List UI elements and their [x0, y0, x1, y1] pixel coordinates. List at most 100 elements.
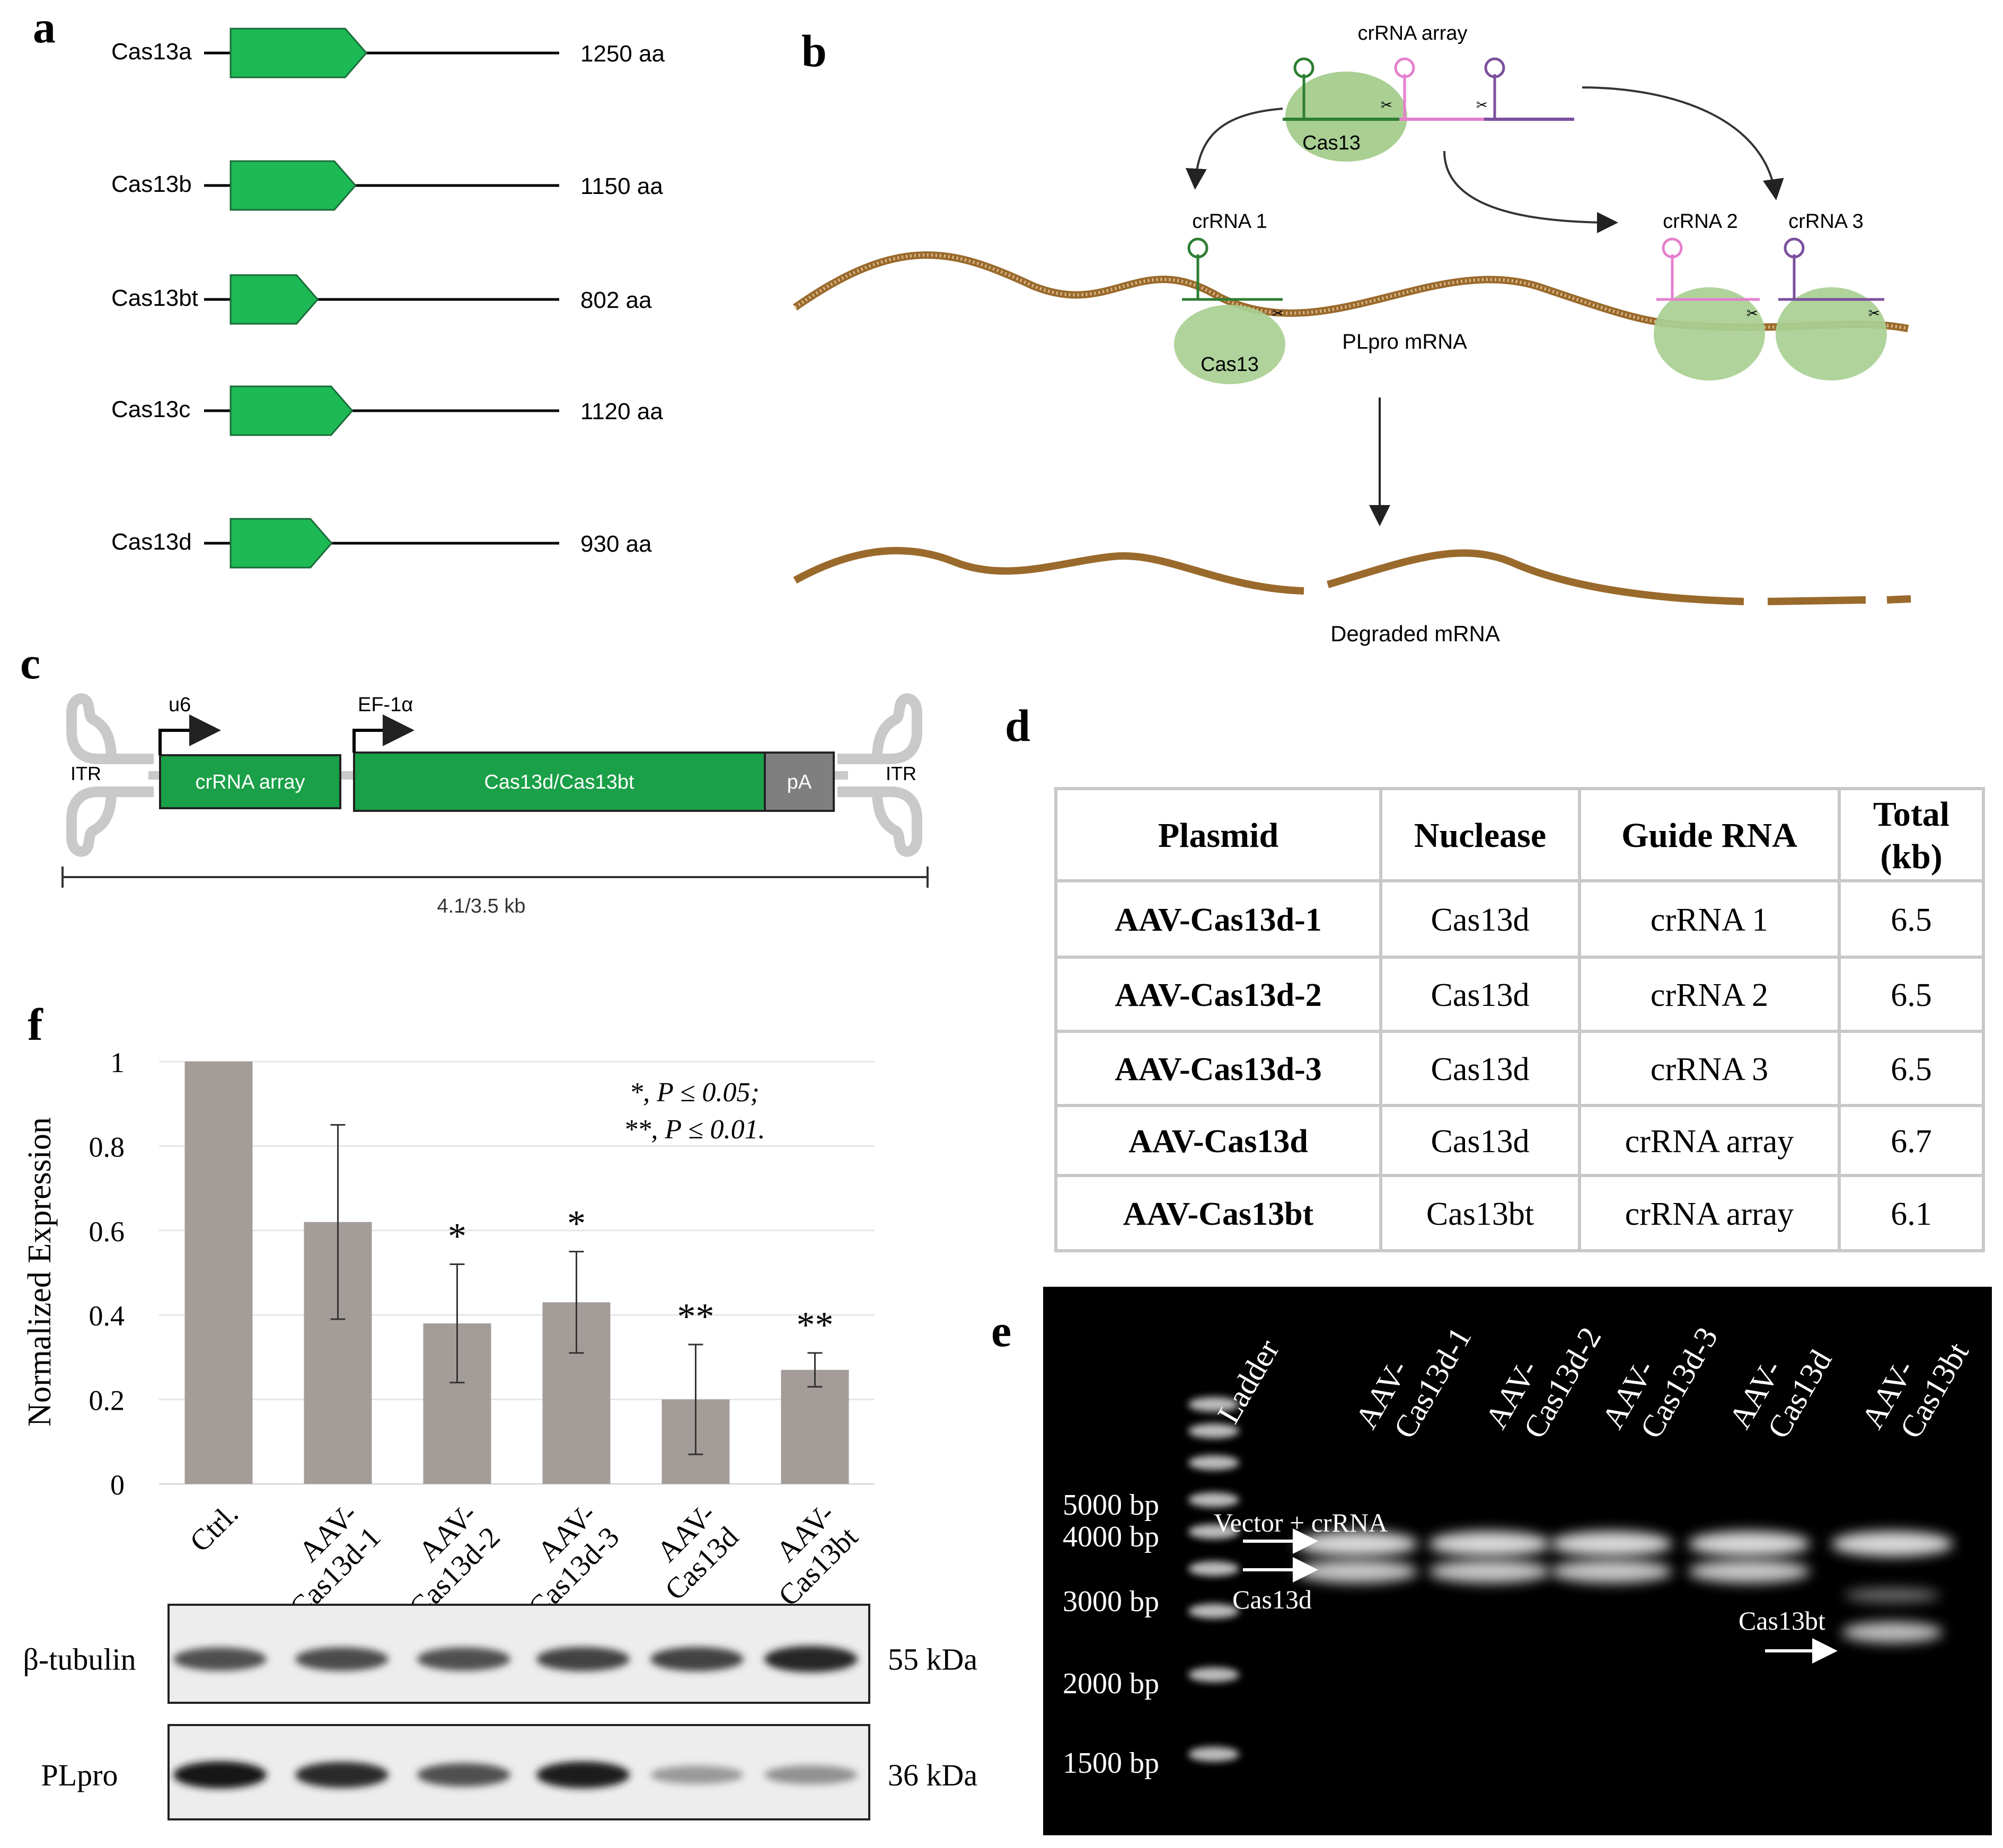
- bar: [781, 1369, 849, 1484]
- scissors-icon: ✂: [1746, 305, 1758, 321]
- protein-name: Cas13bt: [111, 285, 198, 311]
- protein-domain-arrow: [230, 518, 333, 569]
- table-cell-guide: crRNA array: [1625, 1124, 1794, 1160]
- ladder-size-label: 5000 bp: [1063, 1489, 1159, 1522]
- table-cell-nuclease: Cas13d: [1431, 1124, 1530, 1160]
- cas13bt-annotation: Cas13bt: [1739, 1606, 1825, 1635]
- blot-band: [295, 1762, 389, 1788]
- table-cell-guide: crRNA 2: [1651, 977, 1768, 1013]
- table-cell-nuclease: Cas13bt: [1426, 1196, 1534, 1232]
- ladder-band: [1188, 1604, 1239, 1619]
- table-frame: [1054, 787, 1985, 1252]
- protein-name: Cas13d: [111, 529, 192, 555]
- ladder-band: [1188, 1747, 1239, 1762]
- sample-band-insert: [1550, 1560, 1672, 1583]
- table-header: (kb): [1880, 837, 1942, 876]
- itr-right-label: ITR: [886, 763, 916, 784]
- panel-c-letter: c: [20, 638, 40, 688]
- scissors-icon: ✂: [1868, 305, 1880, 321]
- degraded-mrna-piece: [1767, 596, 1866, 605]
- protein-domain-arrow: [230, 385, 354, 436]
- crrna-array-label: crRNA array: [1358, 22, 1468, 45]
- table-cell-total: 6.5: [1891, 1051, 1932, 1087]
- crrna2-label: crRNA 2: [1663, 210, 1737, 233]
- hairpin-icon: [1484, 57, 1505, 78]
- ef1a-promoter-arrow: [352, 714, 414, 753]
- table-header: Plasmid: [1158, 816, 1278, 855]
- arrow-to-crrna1: [1185, 108, 1283, 190]
- significance-legend-1: *, P ≤ 0.05;: [629, 1077, 760, 1108]
- significance-marker: **: [797, 1305, 834, 1346]
- sample-band-insert: [1688, 1560, 1810, 1583]
- protein-domain-arrow: [230, 160, 357, 211]
- blot-row-label: PLpro: [41, 1758, 118, 1792]
- ladder-band: [1188, 1397, 1239, 1412]
- hairpin-icon: [1394, 57, 1415, 78]
- vector-annotation: Vector + crRNA: [1214, 1508, 1388, 1537]
- x-tick-label: AAV-Cas13d: [636, 1497, 745, 1606]
- protein-length-label: 1120 aa: [580, 399, 663, 425]
- sample-band-insert: [1428, 1560, 1550, 1583]
- table-cell-guide: crRNA 1: [1651, 902, 1768, 938]
- scissors-icon: ✂: [1272, 305, 1284, 321]
- blot-band: [417, 1647, 510, 1671]
- x-tick-label: Ctrl.: [183, 1497, 244, 1558]
- arrow-to-crrna2: [1443, 151, 1618, 233]
- panel-f-letter: f: [28, 999, 43, 1050]
- blot-band: [536, 1647, 630, 1672]
- table-header: Total: [1873, 795, 1949, 834]
- crrna1-label: crRNA 1: [1192, 210, 1267, 233]
- table-header: Guide RNA: [1621, 816, 1797, 855]
- y-tick-label: 0.2: [89, 1385, 125, 1417]
- protein-domain-arrow: [230, 28, 368, 78]
- ladder-band: [1188, 1455, 1239, 1470]
- y-tick-label: 0: [110, 1469, 125, 1501]
- crrna-array-box-label: crRNA array: [196, 771, 305, 793]
- y-tick-label: 0.8: [89, 1131, 125, 1163]
- blot-membrane: [167, 1724, 870, 1820]
- itr-left-label: ITR: [70, 763, 101, 784]
- sample-band-vector: [1831, 1531, 1953, 1557]
- pa-box-label: pA: [787, 771, 812, 793]
- panel-a-letter: a: [33, 2, 56, 52]
- panel-b-mechanism: ✂ ✂ crRNA array Cas13 ✂ crRNA 1 Cas13 PL…: [792, 22, 1911, 646]
- hairpin-icon: [1784, 237, 1805, 259]
- cas13-protein-1: [1174, 305, 1285, 384]
- crrna3-label: crRNA 3: [1788, 210, 1863, 233]
- construct-size-label: 4.1/3.5 kb: [437, 895, 526, 917]
- blot-band: [417, 1763, 510, 1787]
- table-cell-plasmid: AAV-Cas13bt: [1123, 1196, 1314, 1232]
- ladder-size-label: 1500 bp: [1063, 1747, 1159, 1780]
- y-tick-label: 1: [110, 1047, 125, 1078]
- blot-size-label: 36 kDa: [888, 1758, 977, 1792]
- blot-band: [650, 1647, 744, 1672]
- ladder-band: [1188, 1561, 1239, 1576]
- cas13-protein-top: [1285, 72, 1407, 162]
- cas13d-annotation: Cas13d: [1232, 1585, 1312, 1614]
- u6-promoter-arrow: [158, 714, 221, 755]
- hairpin-icon: [1293, 57, 1314, 78]
- cas13-protein-3: [1776, 287, 1887, 381]
- sample-band-vector: [1688, 1531, 1810, 1557]
- cas-gene-box: [353, 751, 766, 812]
- blot-band: [536, 1761, 630, 1789]
- ladder-band: [1188, 1492, 1239, 1507]
- y-axis-label: Normalized Expression: [22, 1117, 58, 1427]
- blot-band: [295, 1647, 389, 1671]
- crrna-array-box: [159, 754, 341, 809]
- ladder-size-label: 4000 bp: [1063, 1520, 1159, 1553]
- plpro-mrna-label: PLpro mRNA: [1342, 330, 1467, 353]
- cas13-label-1: Cas13: [1201, 353, 1259, 376]
- blot-row-label: β-tubulin: [23, 1642, 136, 1677]
- protein-length-label: 1250 aa: [580, 41, 665, 67]
- arrow-to-crrna3: [1582, 86, 1784, 200]
- cas13-protein-2: [1654, 287, 1765, 381]
- significance-marker: *: [567, 1204, 586, 1244]
- scissors-icon: ✂: [1476, 97, 1488, 113]
- sample-band-vector: [1296, 1531, 1418, 1557]
- sample-band-insert: [1296, 1560, 1418, 1583]
